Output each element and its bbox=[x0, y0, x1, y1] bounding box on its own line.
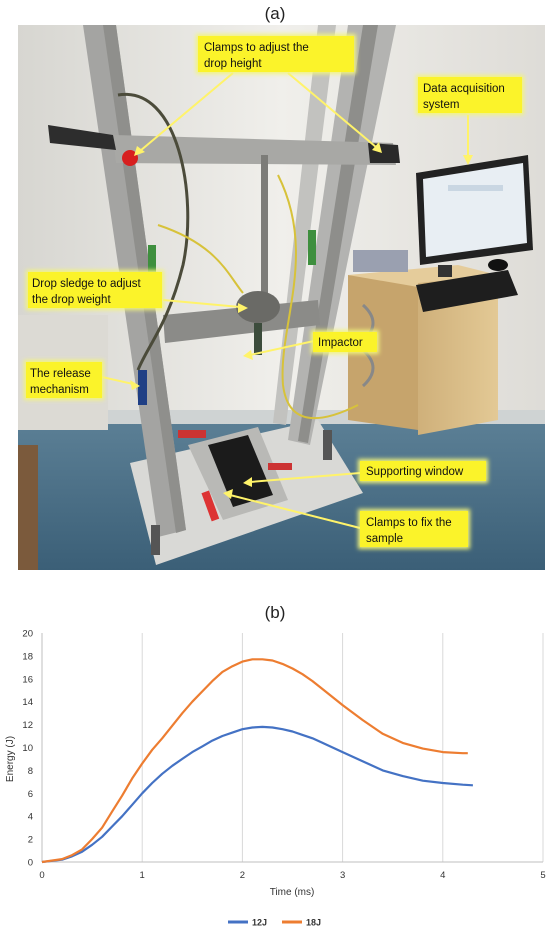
x-tick-label: 5 bbox=[540, 870, 545, 881]
callout-clamps-height-line2: drop height bbox=[204, 58, 262, 70]
sample bbox=[208, 435, 273, 507]
x-tick-label: 1 bbox=[140, 870, 145, 881]
callout-release-mechanism: The release mechanism bbox=[24, 360, 104, 400]
clamp-handle-left bbox=[201, 490, 220, 522]
callout-clamps-height-line1: Clamps to adjust the bbox=[204, 42, 309, 54]
x-tick-label: 3 bbox=[340, 870, 345, 881]
y-tick-label: 4 bbox=[28, 812, 33, 823]
impactor-head bbox=[254, 323, 262, 355]
callout-impactor: Impactor bbox=[311, 330, 379, 354]
daq-box bbox=[353, 250, 408, 272]
callout-release-line1: The release bbox=[30, 368, 91, 380]
monitor-stand bbox=[438, 265, 452, 277]
callout-clamps-sample-line2: sample bbox=[366, 533, 403, 545]
callout-data-acq-line1: Data acquisition bbox=[423, 83, 505, 95]
y-tick-label: 18 bbox=[22, 651, 33, 662]
cabinet-front bbox=[418, 275, 498, 435]
x-tick-label: 4 bbox=[440, 870, 445, 881]
legend-label-12J: 12J bbox=[252, 918, 267, 928]
callout-drop-sledge: Drop sledge to adjust the drop weight bbox=[26, 270, 164, 310]
screen-content bbox=[448, 185, 503, 191]
callout-arrowheads bbox=[130, 142, 473, 499]
grid-layer bbox=[141, 633, 544, 862]
mouse bbox=[488, 259, 508, 271]
callout-arrows bbox=[101, 72, 469, 529]
y-tick-label: 2 bbox=[28, 835, 33, 846]
foot-left bbox=[151, 525, 160, 555]
callout-clamps-height: Clamps to adjust the drop height bbox=[196, 34, 356, 74]
cabinet-top bbox=[348, 265, 498, 287]
y-tick-label: 6 bbox=[28, 789, 33, 800]
callout-supporting-window: Supporting window bbox=[358, 459, 488, 483]
y-tick-label: 14 bbox=[22, 697, 33, 708]
y-tick-label: 12 bbox=[22, 720, 33, 731]
yellow-cable bbox=[277, 174, 359, 419]
release-mechanism-handle bbox=[138, 370, 147, 405]
legend-label-18J: 18J bbox=[306, 918, 321, 928]
drop-weight-tester-photo: Clamps to adjust the drop height Data ac… bbox=[18, 25, 545, 570]
monitor-screen bbox=[423, 163, 527, 257]
series-line-18J bbox=[41, 658, 468, 864]
callout-release-line2: mechanism bbox=[30, 384, 89, 396]
x-tick-label: 0 bbox=[39, 870, 44, 881]
clamp-handle-top bbox=[178, 430, 206, 438]
callout-drop-sledge-line1: Drop sledge to adjust bbox=[32, 278, 141, 290]
callout-clamps-sample: Clamps to fix the sample bbox=[358, 509, 470, 549]
y-tick-label: 20 bbox=[22, 629, 33, 640]
drop-weight bbox=[236, 291, 280, 323]
drop-sledge-plate bbox=[163, 300, 320, 343]
y-tick-label: 16 bbox=[22, 674, 33, 685]
y-tick-label: 0 bbox=[28, 858, 33, 869]
clamp-knob-left bbox=[122, 150, 138, 166]
green-stop bbox=[308, 230, 316, 265]
y-tick-label: 10 bbox=[22, 743, 33, 754]
yellow-cable-2 bbox=[157, 224, 244, 294]
keyboard bbox=[416, 270, 518, 312]
green-stop-left bbox=[148, 245, 156, 275]
guide-rod bbox=[261, 155, 268, 315]
y-tick-label: 8 bbox=[28, 766, 33, 777]
callout-impactor-text: Impactor bbox=[318, 337, 363, 349]
callout-data-acq-line2: system bbox=[423, 99, 459, 111]
series-layer bbox=[41, 658, 473, 864]
callout-drop-sledge-line2: the drop weight bbox=[32, 294, 111, 306]
callout-data-acquisition: Data acquisition system bbox=[416, 75, 524, 115]
cabinet-side bbox=[348, 275, 418, 430]
wooden-box bbox=[18, 445, 38, 570]
x-tick-label: 2 bbox=[240, 870, 245, 881]
panel-b-label: (b) bbox=[264, 603, 286, 622]
top-crossbar bbox=[113, 135, 396, 165]
callout-supporting-window-text: Supporting window bbox=[366, 466, 464, 478]
clamp-handle-right bbox=[268, 463, 292, 470]
callout-clamps-sample-line1: Clamps to fix the bbox=[366, 517, 452, 529]
clamp-right bbox=[368, 143, 400, 163]
y-axis-title: Energy (J) bbox=[5, 736, 16, 782]
series-line-12J bbox=[41, 725, 473, 864]
foot-right bbox=[323, 430, 332, 460]
clamp-lever-left bbox=[48, 125, 116, 150]
panel-a-label: (a) bbox=[264, 4, 286, 23]
legend: 12J 18J bbox=[228, 918, 321, 928]
cable bbox=[117, 92, 190, 371]
x-axis-title: Time (ms) bbox=[270, 887, 315, 898]
